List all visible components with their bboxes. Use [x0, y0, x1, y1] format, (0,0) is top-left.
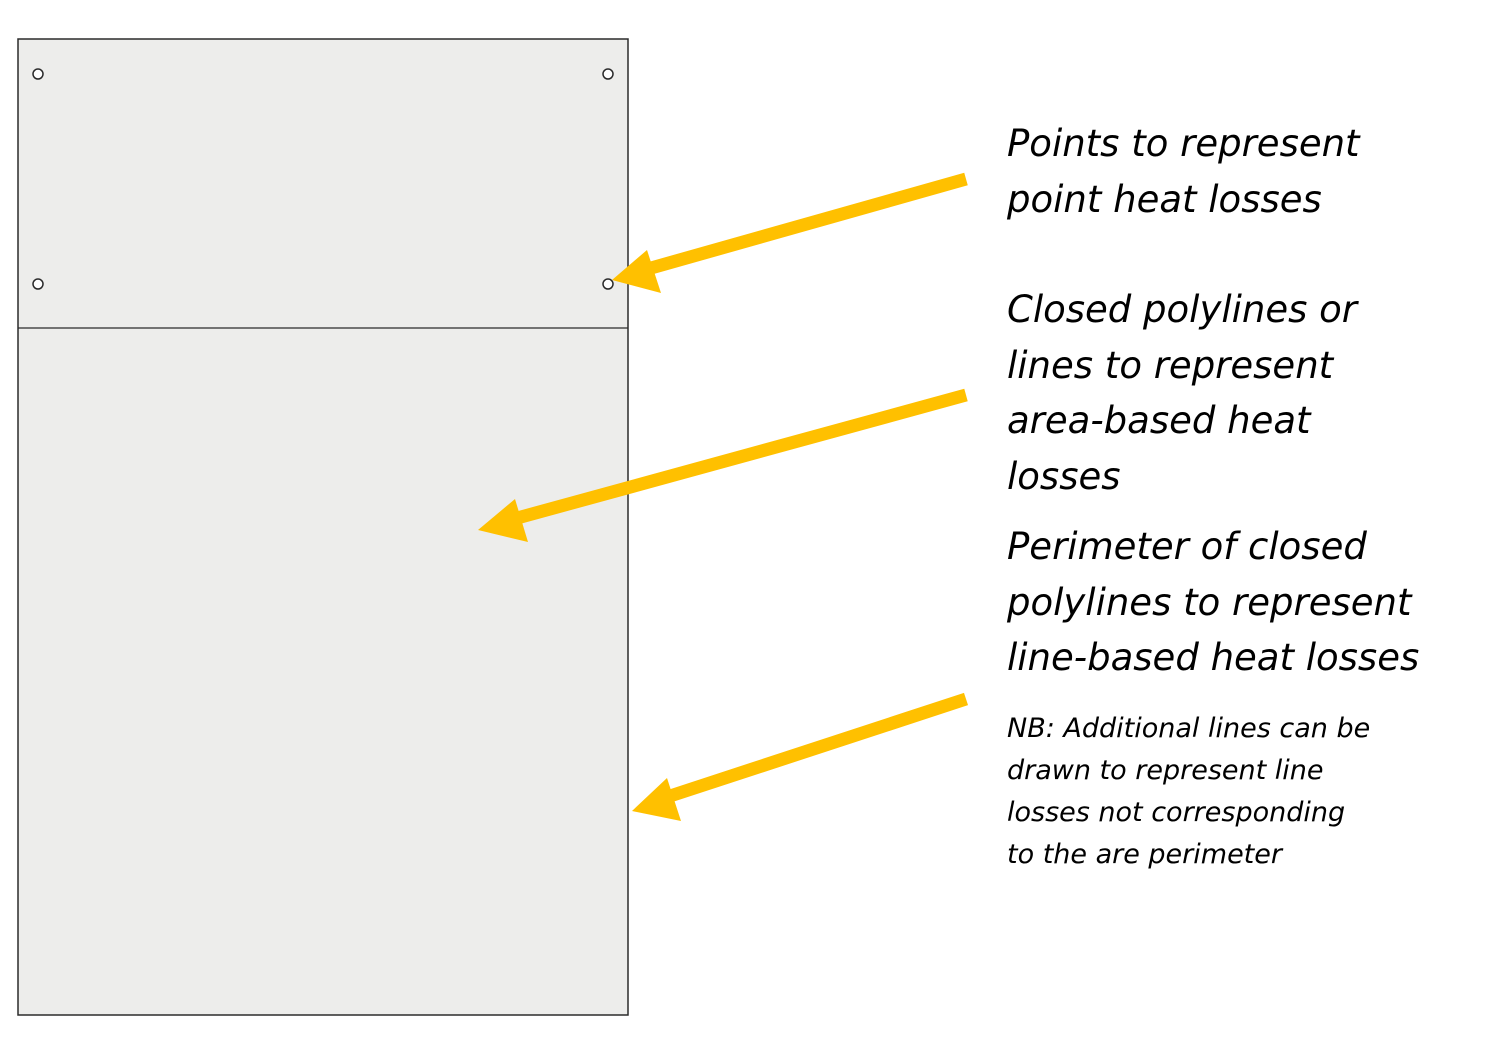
arrow-point-losses — [612, 172, 968, 293]
arrow-line-losses — [632, 692, 969, 821]
note-additional-lines: NB: Additional lines can be drawn to rep… — [1007, 713, 1371, 870]
label-area-heat-losses: Closed polylines or lines to represent a… — [1007, 288, 1358, 498]
point-marker-top-right — [602, 68, 614, 80]
panel-outline — [17, 38, 629, 1016]
label-point-heat-losses: Points to represent point heat losses — [1007, 122, 1360, 221]
point-marker-bottom-left — [32, 278, 44, 290]
arrow-area-losses — [478, 388, 968, 542]
point-marker-top-left — [32, 68, 44, 80]
point-marker-bottom-right — [602, 278, 614, 290]
label-line-heat-losses: Perimeter of closed polylines to represe… — [1007, 525, 1420, 679]
